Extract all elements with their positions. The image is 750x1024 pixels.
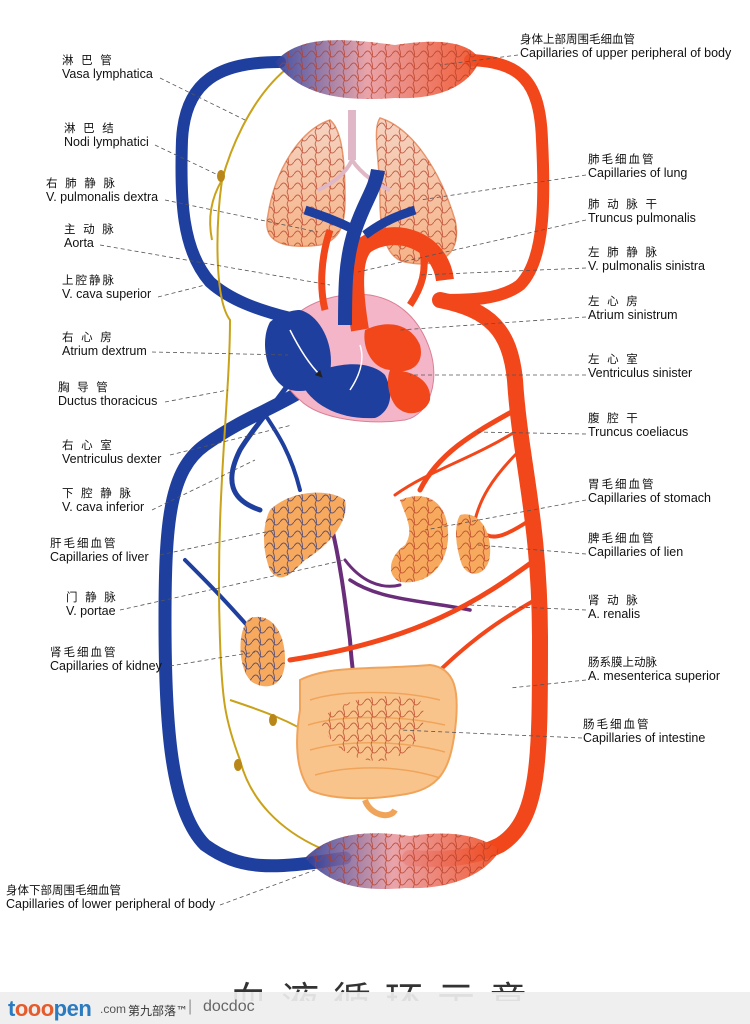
site-name: 第九部落™ [128, 1004, 189, 1018]
label-capillaries-intestine: 肠毛细血管 Capillaries of intestine [583, 718, 705, 745]
label-zh: 脾毛细血管 [588, 531, 656, 545]
label-zh: 下 腔 静 脉 [62, 486, 133, 500]
label-ductus-thoracicus: 胸 导 管 Ductus thoracicus [58, 381, 157, 408]
label-capillaries-lower: 身体下部周围毛细血管 Capillaries of lower peripher… [6, 884, 215, 911]
label-en: Capillaries of kidney [50, 658, 162, 673]
label-zh: 主 动 脉 [64, 222, 116, 236]
label-zh: 右 肺 静 脉 [46, 176, 117, 190]
docdoc-mark: docdoc [203, 998, 255, 1015]
upper-body-capillaries [275, 40, 480, 100]
logo-part: pen [53, 996, 92, 1021]
label-a-renalis: 肾 动 脉 A. renalis [588, 594, 640, 621]
label-en: Capillaries of lung [588, 165, 688, 180]
label-atrium-sinistrum: 左 心 房 Atrium sinistrum [588, 295, 678, 322]
label-en: Atrium sinistrum [588, 307, 678, 322]
label-capillaries-lien: 脾毛细血管 Capillaries of lien [588, 532, 683, 559]
label-zh: 肠系膜上动脉 [588, 655, 657, 669]
logo-part: t [8, 996, 15, 1021]
label-en: V. portae [66, 603, 116, 618]
label-zh: 胃毛细血管 [588, 477, 656, 491]
label-zh: 左 心 室 [588, 352, 640, 366]
label-v-pulmonalis-dextra: 右 肺 静 脉 V. pulmonalis dextra [46, 177, 158, 204]
label-truncus-coeliacus: 腹 腔 干 Truncus coeliacus [588, 412, 688, 439]
label-en: Atrium dextrum [62, 343, 147, 358]
label-nodi-lymphatici: 淋 巴 结 Nodi lymphatici [64, 122, 149, 149]
kidney [240, 616, 285, 687]
label-en: Aorta [64, 235, 94, 250]
watermark-footer: tooopen .com 第九部落™ | docdoc [0, 992, 750, 1024]
label-zh: 肺毛细血管 [588, 152, 656, 166]
label-en: Ventriculus sinister [588, 365, 693, 380]
label-en: Capillaries of upper peripheral of body [520, 45, 732, 60]
label-truncus-pulmonalis: 肺 动 脉 干 Truncus pulmonalis [588, 198, 696, 225]
lower-body-capillaries [305, 833, 500, 890]
label-capillaries-lung: 肺毛细血管 Capillaries of lung [588, 153, 687, 180]
label-zh: 肝毛细血管 [50, 536, 118, 550]
label-zh: 身体下部周围毛细血管 [6, 883, 121, 897]
label-ventriculus-sinister: 左 心 室 Ventriculus sinister [588, 353, 692, 380]
label-en: Capillaries of lien [588, 544, 684, 559]
label-zh: 肾 动 脉 [588, 593, 640, 607]
label-capillaries-kidney: 肾毛细血管 Capillaries of kidney [50, 646, 162, 673]
label-zh: 门 静 脉 [66, 590, 118, 604]
label-ventriculus-dexter: 右 心 室 Ventriculus dexter [62, 439, 161, 466]
label-zh: 身体上部周围毛细血管 [520, 32, 635, 46]
label-zh: 肠毛细血管 [583, 717, 651, 731]
label-zh: 肾毛细血管 [50, 645, 118, 659]
label-vasa-lymphatica: 淋 巴 管 Vasa lymphatica [62, 54, 153, 81]
separator: | [188, 998, 193, 1015]
label-en: Truncus pulmonalis [588, 210, 696, 225]
label-en: V. pulmonalis sinistra [588, 258, 705, 273]
label-en: Truncus coeliacus [588, 424, 689, 439]
label-zh: 胸 导 管 [58, 380, 110, 394]
label-en: Capillaries of intestine [583, 730, 706, 745]
label-capillaries-upper: 身体上部周围毛细血管 Capillaries of upper peripher… [520, 33, 731, 60]
label-atrium-dextrum: 右 心 房 Atrium dextrum [62, 331, 147, 358]
label-en: A. mesenterica superior [588, 668, 721, 683]
label-en: V. cava superior [62, 286, 152, 301]
label-aorta: 主 动 脉 Aorta [64, 223, 116, 250]
label-capillaries-stomach: 胃毛细血管 Capillaries of stomach [588, 478, 711, 505]
heart [265, 168, 454, 423]
leader-lines [99, 54, 587, 906]
label-zh: 淋 巴 管 [62, 53, 114, 67]
label-zh: 腹 腔 干 [588, 411, 640, 425]
label-v-pulmonalis-sinistra: 左 肺 静 脉 V. pulmonalis sinistra [588, 246, 705, 273]
spleen [456, 514, 491, 574]
label-zh: 右 心 室 [62, 438, 114, 452]
label-a-mesenterica-superior: 肠系膜上动脉 A. mesenterica superior [588, 656, 720, 683]
label-en: Capillaries of liver [50, 549, 149, 564]
label-v-portae: 门 静 脉 V. portae [66, 591, 118, 618]
label-zh: 淋 巴 结 [64, 121, 116, 135]
label-en: Ductus thoracicus [58, 393, 158, 408]
liver [264, 492, 346, 578]
intestine [296, 663, 458, 819]
label-capillaries-liver: 肝毛细血管 Capillaries of liver [50, 537, 149, 564]
label-en: A. renalis [588, 606, 641, 621]
label-en: Capillaries of stomach [588, 490, 711, 505]
label-en: Capillaries of lower peripheral of body [6, 896, 216, 911]
label-en: Nodi lymphatici [64, 134, 149, 149]
label-en: V. cava inferior [62, 499, 145, 514]
label-en: Ventriculus dexter [62, 451, 162, 466]
toopen-logo: tooopen [8, 996, 92, 1022]
label-zh: 左 心 房 [588, 294, 640, 308]
label-en: V. pulmonalis dextra [46, 189, 159, 204]
label-en: Vasa lymphatica [62, 66, 153, 81]
logo-domain: .com [100, 1002, 127, 1016]
label-zh: 上腔静脉 [62, 273, 116, 287]
lymph-nodes [217, 170, 277, 771]
label-zh: 左 肺 静 脉 [588, 245, 659, 259]
stomach [390, 496, 449, 583]
logo-part: ooo [14, 996, 54, 1021]
label-v-cava-superior: 上腔静脉 V. cava superior [62, 274, 151, 301]
label-zh: 右 心 房 [62, 330, 114, 344]
label-v-cava-inferior: 下 腔 静 脉 V. cava inferior [62, 487, 144, 514]
label-zh: 肺 动 脉 干 [588, 197, 659, 211]
